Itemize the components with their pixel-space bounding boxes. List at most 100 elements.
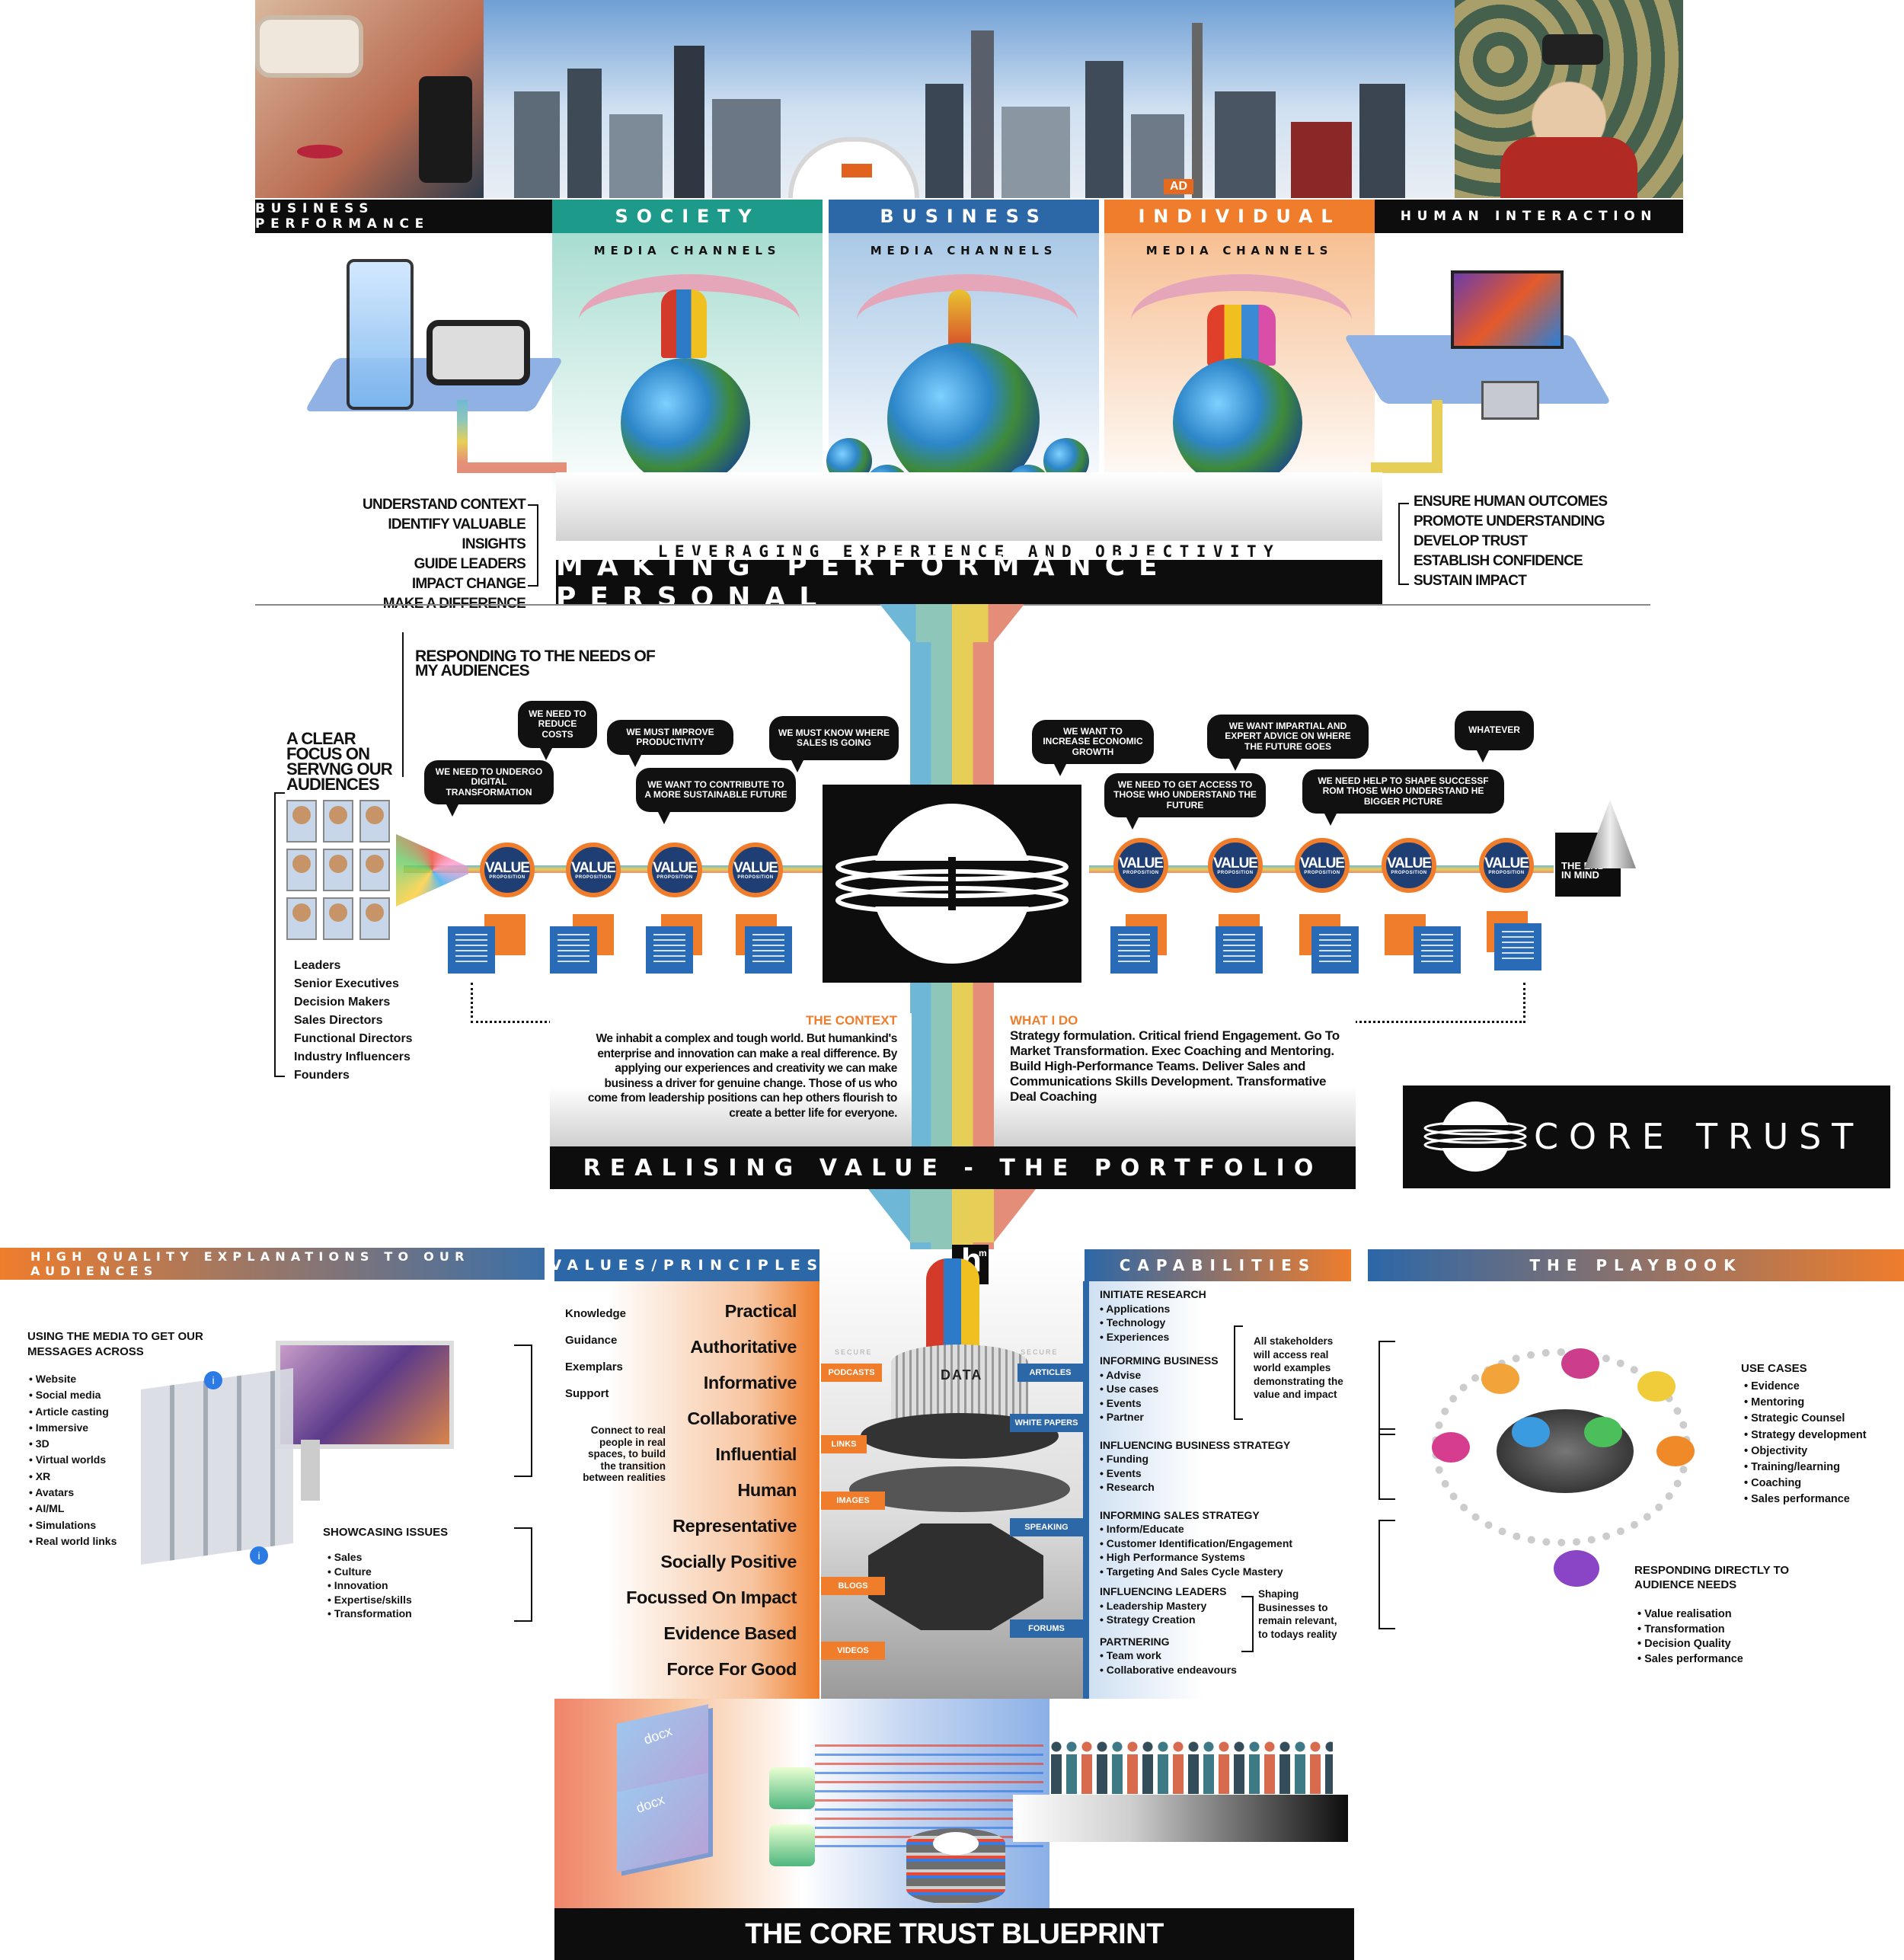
showcasing-title: SHOWCASING ISSUES xyxy=(323,1526,449,1539)
tagline-gradient xyxy=(556,472,1382,541)
responding-item: Value realisation xyxy=(1637,1607,1743,1623)
vp-word: VALUE xyxy=(1213,855,1258,871)
monitor-screen xyxy=(276,1341,454,1449)
tablet-hologram xyxy=(347,259,414,410)
values-connect-text: Connect to real people in real spaces, t… xyxy=(583,1424,666,1483)
business-header: BUSINESS xyxy=(829,200,1099,233)
gem-node-1 xyxy=(769,1767,815,1809)
need-bubble: WE MUST IMPROVE PRODUCTIVITY xyxy=(607,720,733,767)
explanations-header: HIGH QUALITY EXPLANATIONS TO OUR AUDIENC… xyxy=(0,1248,545,1280)
capability-item: Inform/Educate xyxy=(1100,1522,1351,1536)
capability-item: Leadership Mastery xyxy=(1100,1599,1267,1613)
vp-sub: PROPOSITION xyxy=(575,874,612,880)
business-performance-label: BUSINESS PERFORMANCE xyxy=(255,200,552,233)
capability-items: Applications Technology Experiences xyxy=(1100,1302,1267,1345)
vp-sub: PROPOSITION xyxy=(1217,870,1254,875)
audiences-list: Leaders Senior Executives Decision Maker… xyxy=(294,957,413,1085)
document-icon xyxy=(550,926,597,974)
info-icon: i xyxy=(250,1546,268,1565)
audience-item: Industry Influencers xyxy=(294,1050,411,1063)
capability-items: Funding Events Research xyxy=(1100,1452,1267,1495)
avatar xyxy=(323,849,353,891)
media-channels-business: MEDIA CHANNELS xyxy=(870,244,1058,257)
capability-item: Use cases xyxy=(1100,1382,1267,1396)
media-item: AI/ML xyxy=(29,1501,117,1517)
channel-tag: PODCASTS xyxy=(821,1364,882,1382)
media-channels-individual: MEDIA CHANNELS xyxy=(1145,244,1334,257)
use-case-item: Training/learning xyxy=(1744,1460,1867,1476)
context-title: THE CONTEXT xyxy=(806,1013,897,1028)
showcase-item: Sales xyxy=(327,1550,412,1565)
secure-label-left: SECURE xyxy=(835,1348,873,1356)
vp-sub: PROPOSITION xyxy=(737,874,774,880)
needs-divider-vertical xyxy=(402,632,404,777)
responding-directly-title: RESPONDING DIRECTLY TO AUDIENCE NEEDS xyxy=(1634,1564,1790,1591)
left-goal: GUIDE LEADERS xyxy=(414,556,526,572)
values-left-label: Knowledge xyxy=(565,1307,627,1320)
channel-tag: ARTICLES xyxy=(1017,1364,1083,1382)
values-left-label: Exemplars xyxy=(565,1360,623,1373)
need-bubble: WE NEED HELP TO SHAPE SUCCESSF ROM THOSE… xyxy=(1302,769,1504,826)
showcase-item: Transformation xyxy=(327,1607,412,1621)
capability-items: Leadership Mastery Strategy Creation xyxy=(1100,1599,1267,1627)
channel-tag: FORUMS xyxy=(1010,1619,1083,1638)
media-item: Virtual worlds xyxy=(29,1452,117,1468)
use-cases-title: USE CASES xyxy=(1741,1362,1807,1375)
vp-word: VALUE xyxy=(485,859,530,876)
responding-list: Value realisation Transformation Decisio… xyxy=(1637,1607,1743,1667)
values-left-label: Support xyxy=(565,1387,609,1400)
capability-group-title: INFLUENCING LEADERS xyxy=(1100,1585,1227,1597)
rainbow-funnel-mid xyxy=(868,1189,1036,1242)
media-item: 3D xyxy=(29,1436,117,1452)
portfolio-bar: REALISING VALUE - THE PORTFOLIO xyxy=(550,1146,1356,1189)
media-list: Website Social media Article casting Imm… xyxy=(29,1371,117,1549)
use-case-item: Strategic Counsel xyxy=(1744,1411,1867,1427)
capability-item: Customer Identification/Engagement xyxy=(1100,1536,1351,1551)
rainbow-funnel-top xyxy=(880,604,1024,642)
media-item: Website xyxy=(29,1371,117,1387)
info-icon: i xyxy=(204,1371,222,1389)
capability-item: Team work xyxy=(1100,1648,1267,1663)
audience-item: Leaders xyxy=(294,959,341,972)
document-icon xyxy=(1216,926,1263,974)
right-goal: DEVELOP TRUST xyxy=(1414,533,1528,549)
document-icon xyxy=(1414,926,1461,974)
capability-item: Funding xyxy=(1100,1452,1267,1466)
left-goal: IMPACT CHANGE xyxy=(411,576,526,592)
people-silhouettes xyxy=(1051,1741,1333,1794)
media-item: Avatars xyxy=(29,1485,117,1501)
values-header: VALUES/PRINCIPLES xyxy=(550,1249,819,1281)
need-bubble: WE NEED TO REDUCE COSTS xyxy=(518,701,597,760)
responding-item: Decision Quality xyxy=(1637,1637,1743,1652)
media-channels-society: MEDIA CHANNELS xyxy=(593,244,781,257)
using-media-title: USING THE MEDIA TO GET OUR MESSAGES ACRO… xyxy=(27,1330,203,1358)
core-trust-wordmark: CORE TRUST xyxy=(1534,1116,1864,1157)
avatar xyxy=(323,897,353,940)
document-icon xyxy=(1110,926,1158,974)
capability-group-title: PARTNERING xyxy=(1100,1635,1170,1648)
shaping-note: Shaping Businesses to remain relevant, t… xyxy=(1258,1588,1337,1640)
value-item: Practical xyxy=(724,1301,797,1321)
whatido-body: Strategy formulation. Critical friend En… xyxy=(1010,1028,1340,1104)
vr-headset-shape xyxy=(255,15,363,78)
value-item: Force For Good xyxy=(666,1659,797,1679)
explanations-bracket-top xyxy=(514,1345,532,1477)
avatar xyxy=(286,849,317,891)
vr-headset-device xyxy=(426,320,530,385)
vp-word: VALUE xyxy=(1119,855,1164,871)
playbook-header: THE PLAYBOOK xyxy=(1368,1249,1904,1281)
value-item: Socially Positive xyxy=(660,1552,797,1572)
showcase-item: Expertise/skills xyxy=(327,1593,412,1607)
audience-item: Decision Makers xyxy=(294,996,391,1009)
audience-item: Senior Executives xyxy=(294,977,399,990)
playbook-node xyxy=(1656,1436,1695,1466)
ad-sign: AD xyxy=(1164,179,1194,194)
fibre-burst xyxy=(396,834,468,906)
lips-shape xyxy=(297,145,343,158)
playbook-bracket-mid xyxy=(1378,1428,1395,1500)
